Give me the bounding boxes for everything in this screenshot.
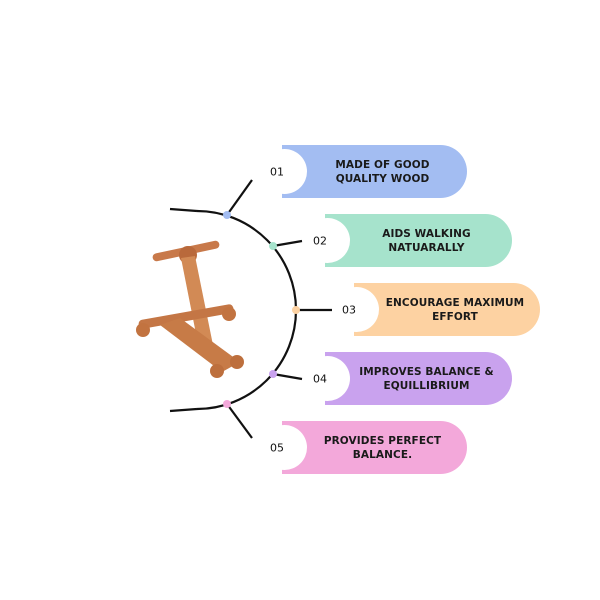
feature-number: 05 bbox=[270, 441, 284, 455]
feature-text: PROVIDES PERFECT BALANCE. bbox=[323, 434, 442, 461]
wooden-walker-image bbox=[136, 240, 244, 378]
feature-number: 01 bbox=[270, 165, 284, 179]
connector-dot-3 bbox=[292, 306, 300, 314]
feature-pill-3: ENCOURAGE MAXIMUM EFFORT bbox=[334, 283, 540, 336]
feature-pill-2: AIDS WALKING NATUARALLY bbox=[305, 214, 512, 267]
feature-pill-4: IMPROVES BALANCE & EQUILLIBRIUM bbox=[305, 352, 512, 405]
feature-text: IMPROVES BALANCE & EQUILLIBRIUM bbox=[359, 365, 494, 392]
feature-number: 02 bbox=[313, 234, 327, 248]
feature-number: 03 bbox=[342, 303, 356, 317]
feature-text: MADE OF GOOD QUALITY WOOD bbox=[335, 158, 430, 185]
feature-pill-1: MADE OF GOOD QUALITY WOOD bbox=[262, 145, 467, 198]
connector-dot-1 bbox=[223, 211, 231, 219]
connector-dot-5 bbox=[223, 400, 231, 408]
feature-text: AIDS WALKING NATUARALLY bbox=[382, 227, 471, 254]
connector-2 bbox=[272, 239, 303, 248]
connector-1 bbox=[226, 179, 253, 216]
connector-4 bbox=[272, 372, 303, 381]
feature-number: 04 bbox=[313, 372, 327, 386]
connector-dot-4 bbox=[269, 370, 277, 378]
feature-pill-5: PROVIDES PERFECT BALANCE. bbox=[262, 421, 467, 474]
connector-dot-2 bbox=[269, 242, 277, 250]
feature-text: ENCOURAGE MAXIMUM EFFORT bbox=[385, 296, 525, 323]
connector-5 bbox=[226, 403, 253, 439]
